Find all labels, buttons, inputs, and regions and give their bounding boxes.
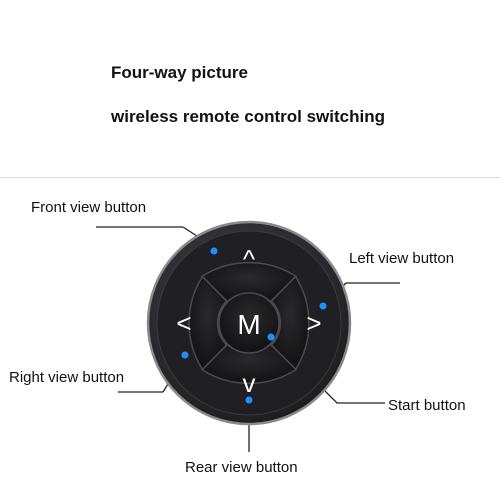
heading-line-1: Four-way picture — [111, 63, 248, 82]
left-view-label: Left view button — [349, 250, 455, 267]
start-button-label: Start button — [388, 397, 466, 414]
left-arrow-icon: < — [176, 308, 191, 338]
right-view-indicator-light — [181, 351, 189, 359]
front-indicator-light — [210, 247, 218, 255]
down-arrow-icon: v — [243, 368, 256, 398]
section-divider — [0, 177, 500, 178]
right-view-label: Right view button — [9, 369, 125, 386]
start-indicator-light — [267, 333, 275, 341]
start-button[interactable] — [218, 292, 280, 354]
left-view-indicator-light — [319, 302, 327, 310]
up-arrow-icon: ^ — [243, 244, 256, 274]
right-view-button[interactable] — [270, 275, 310, 371]
rear-view-label: Rear view button — [185, 459, 298, 476]
left-side-button[interactable] — [188, 275, 228, 371]
right-arrow-icon: > — [306, 308, 321, 338]
mode-m-icon: M — [237, 309, 260, 340]
rear-indicator-light — [245, 396, 253, 404]
heading-line-2: wireless remote control switching — [111, 107, 385, 126]
front-view-label: Front view button — [31, 199, 147, 216]
